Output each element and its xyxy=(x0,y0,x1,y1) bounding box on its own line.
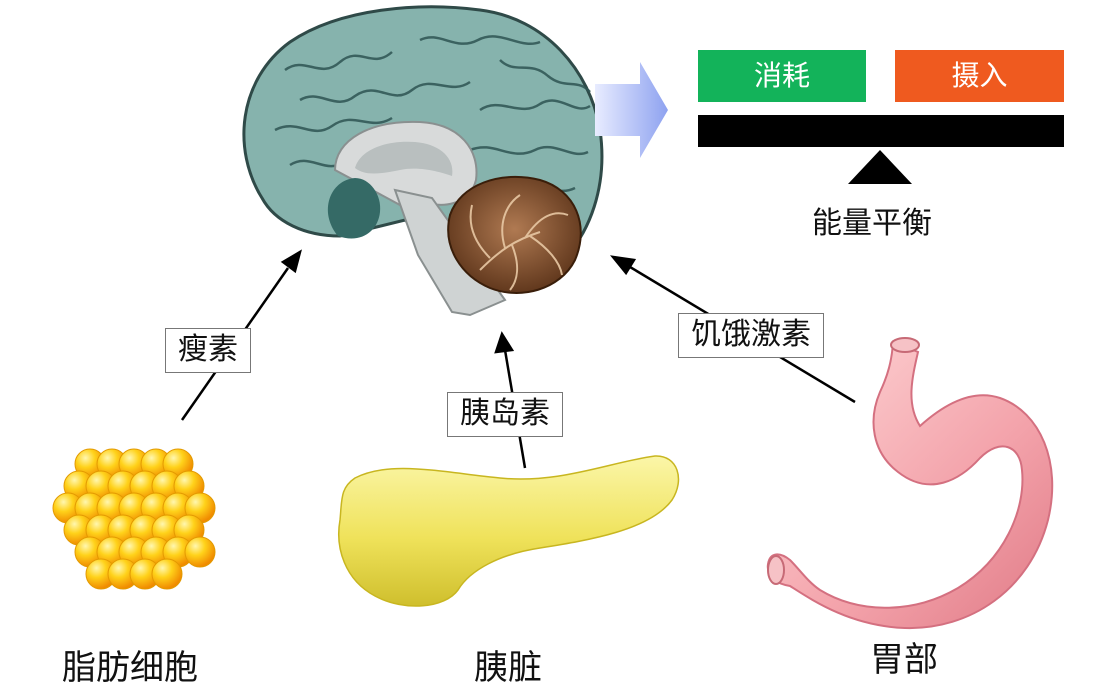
insulin-arrowhead xyxy=(494,331,515,354)
leptin-label: 瘦素 xyxy=(165,328,251,373)
consume-bar: 消耗 xyxy=(698,50,866,102)
insulin-label: 胰岛素 xyxy=(447,392,563,437)
energy-balance-title: 能量平衡 xyxy=(812,206,932,241)
consume-label: 消耗 xyxy=(753,59,810,92)
leptin-arrowhead xyxy=(280,249,302,274)
brain-illustration xyxy=(242,5,604,317)
fat-cells-caption: 脂肪细胞 xyxy=(62,648,198,688)
fat-cells-illustration xyxy=(52,448,216,590)
ghrelin-label: 饥饿激素 xyxy=(678,313,824,358)
fat-cell xyxy=(184,536,216,568)
stomach-illustration xyxy=(766,337,1054,630)
stomach-caption: 胃部 xyxy=(870,640,938,680)
intake-label: 摄入 xyxy=(951,59,1008,92)
balance-beam xyxy=(698,115,1064,147)
pancreas-caption: 胰脏 xyxy=(474,648,542,688)
flow-arrow xyxy=(595,62,668,158)
balance-fulcrum xyxy=(848,150,912,184)
fat-cell xyxy=(151,558,183,590)
ghrelin-arrowhead xyxy=(610,255,637,276)
pancreas-illustration xyxy=(338,455,680,607)
intake-bar: 摄入 xyxy=(895,50,1064,102)
